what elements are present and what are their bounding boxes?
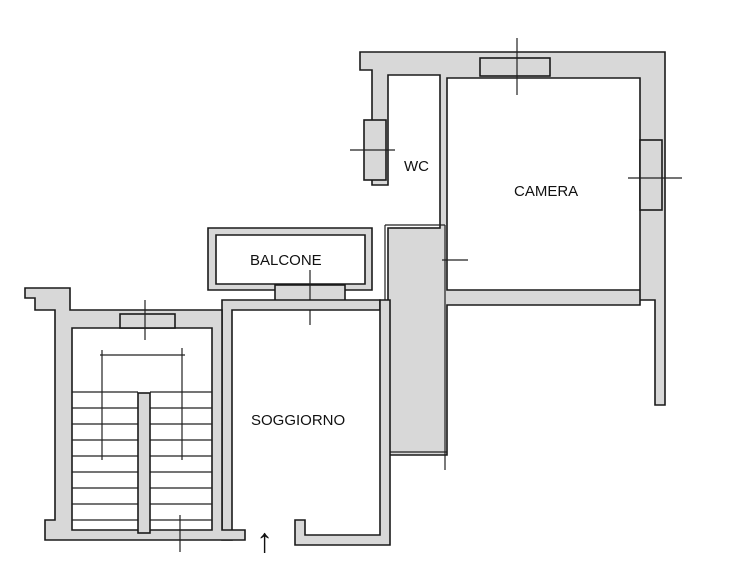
room-label-camera: CAMERA: [514, 183, 579, 200]
window: [119, 313, 176, 329]
entrance-arrow-icon: ↑: [256, 522, 273, 560]
window: [479, 57, 551, 77]
soggiorno-walls: [294, 299, 391, 546]
room-label-balcone: BALCONE: [250, 252, 322, 269]
stair-steps: [72, 391, 212, 521]
room-label-wc: WC: [404, 158, 429, 175]
balcone-walls: [207, 227, 373, 291]
upper-block-walls: [359, 51, 666, 456]
room-label-soggiorno: SOGGIORNO: [251, 412, 346, 429]
window: [639, 139, 663, 211]
stair-divider: [137, 392, 151, 534]
